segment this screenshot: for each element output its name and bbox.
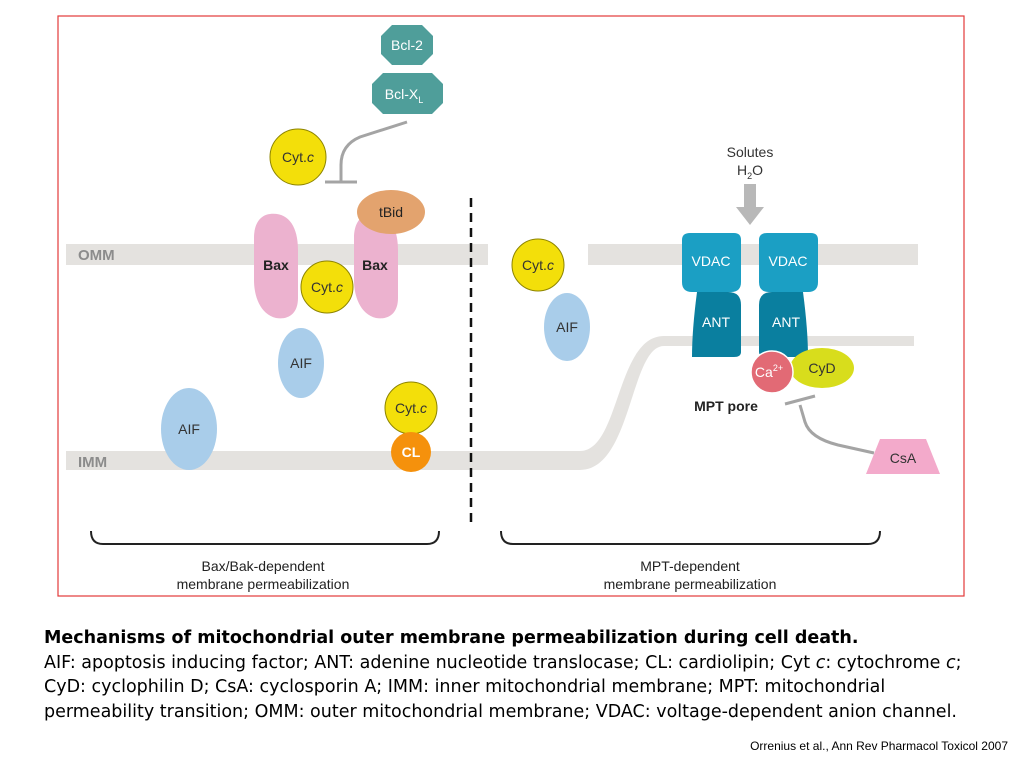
h2o-label: H2O — [737, 162, 763, 181]
omm-label: OMM — [78, 247, 115, 264]
right-group-brace — [500, 530, 881, 545]
vdac-left — [682, 233, 741, 292]
aif-imm-label: AIF — [178, 421, 200, 437]
caption-body-part1: AIF: apoptosis inducing factor; ANT: ade… — [44, 652, 816, 673]
aif-imm — [161, 388, 217, 470]
ant-right-label: ANT — [772, 314, 800, 330]
cytc-cl-label: Cyt.c — [395, 400, 427, 416]
ant-left-label: ANT — [702, 314, 730, 330]
bclxl-label-main: Bcl-X — [385, 86, 419, 102]
ant-left — [692, 292, 741, 357]
h2o-sub: 2 — [747, 171, 752, 181]
left-group-brace — [90, 530, 440, 545]
bax-right — [354, 213, 398, 319]
ant-right — [759, 292, 808, 357]
solutes-label: Solutes — [727, 144, 774, 160]
bax-left — [254, 213, 298, 319]
bax-left-label: Bax — [263, 257, 289, 273]
cytc-released-label: Cyt.c — [522, 257, 554, 273]
cytc-pore-suffix: c — [336, 279, 343, 295]
cardiolipin-label: CL — [402, 444, 421, 460]
bcl2-label: Bcl-2 — [391, 37, 423, 53]
cyclophilin-d — [790, 348, 854, 388]
vdac-right-label: VDAC — [769, 253, 808, 269]
left-group-label-line2: membrane permeabilization — [177, 576, 350, 592]
aif-intermembrane-left-label: AIF — [290, 355, 312, 371]
citation: Orrenius et al., Ann Rev Pharmacol Toxic… — [750, 739, 1008, 753]
bax-right-label: Bax — [362, 257, 388, 273]
cytc-released-prefix: Cyt. — [522, 257, 547, 273]
calcium-ion — [750, 350, 794, 394]
bcl2-protein — [381, 25, 433, 65]
cytc-released-suffix: c — [547, 257, 554, 273]
calcium-ion-label: Ca2+ — [755, 363, 783, 380]
bclxl-label: Bcl-XL — [385, 86, 423, 105]
cyclosporin-a-label: CsA — [890, 450, 917, 466]
solutes-arrow — [736, 184, 764, 225]
aif-released — [544, 293, 590, 361]
cytc-pore-prefix: Cyt. — [311, 279, 336, 295]
caption-body-italic2: c — [945, 652, 956, 673]
tbid-label: tBid — [379, 204, 403, 220]
diagram-frame — [57, 15, 965, 597]
bcl-inhibition-line — [339, 120, 408, 181]
cyclosporin-a — [866, 439, 940, 474]
calcium-ion-main: Ca — [755, 364, 773, 380]
cytc-top — [269, 128, 327, 186]
bclxl-protein — [372, 73, 443, 114]
cytc-top-suffix: c — [307, 149, 314, 165]
aif-intermembrane-left — [278, 328, 324, 398]
bclxl-label-sub: L — [418, 95, 423, 105]
caption-body-italic1: c — [815, 652, 826, 673]
caption-body-part2: : cytochrome — [825, 652, 946, 673]
vdac-left-label: VDAC — [692, 253, 731, 269]
csa-inhibition-line — [798, 404, 875, 455]
cytc-released — [511, 238, 565, 292]
cytc-pore-label: Cyt.c — [311, 279, 343, 295]
cytc-cl-prefix: Cyt. — [395, 400, 420, 416]
cyclophilin-d-label: CyD — [808, 360, 835, 376]
imm-membrane — [66, 336, 914, 470]
aif-released-label: AIF — [556, 319, 578, 335]
h2o-h: H — [737, 162, 747, 178]
right-group-label-line2: membrane permeabilization — [604, 576, 777, 592]
calcium-ion-sup: 2+ — [773, 363, 783, 373]
cytc-pore — [300, 260, 354, 314]
right-group-label-line1: MPT-dependent — [640, 558, 740, 574]
omm-membrane-right — [588, 244, 918, 265]
cytc-top-label: Cyt.c — [282, 149, 314, 165]
mitochondrial-permeabilization-diagram: OMM IMM Bcl-2 Bcl-XL Cyt.c Bax Bax tBid … — [57, 15, 965, 597]
caption-title: Mechanisms of mitochondrial outer membra… — [44, 628, 859, 648]
csa-inhibition-bar — [784, 394, 816, 406]
cytc-cl-suffix: c — [420, 400, 427, 416]
left-group-label-line1: Bax/Bak-dependent — [202, 558, 325, 574]
imm-label: IMM — [78, 454, 107, 471]
figure-caption: Mechanisms of mitochondrial outer membra… — [44, 626, 984, 724]
tbid-protein — [357, 190, 425, 234]
cardiolipin — [391, 432, 431, 472]
mpt-pore-label: MPT pore — [694, 398, 758, 414]
h2o-o: O — [752, 162, 763, 178]
cytc-top-prefix: Cyt. — [282, 149, 307, 165]
vdac-right — [759, 233, 818, 292]
caption-body-part3: ; CyD: cyclophilin D; CsA: cyclosporin A… — [44, 652, 962, 722]
